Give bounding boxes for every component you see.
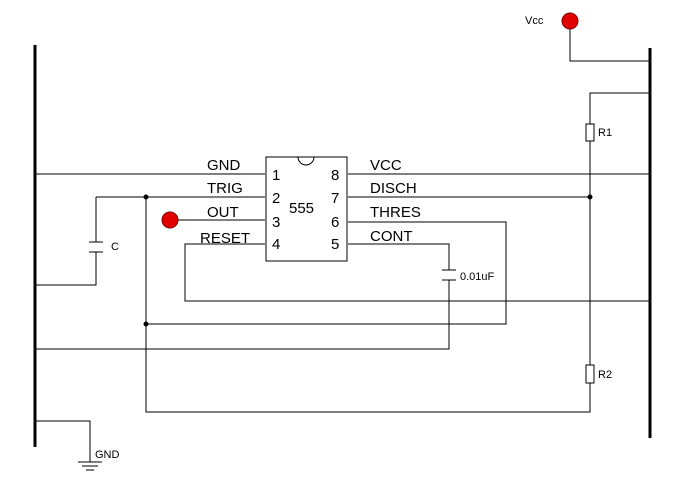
pin6-thres-wire — [146, 221, 507, 325]
ground-label: GND — [95, 449, 120, 461]
pin-number: 3 — [272, 214, 280, 231]
cap-c-bottom-wire — [35, 252, 97, 286]
pin-label-cont: CONT — [370, 228, 413, 245]
pin-label-thres: THRES — [370, 204, 421, 221]
pin-number: 1 — [272, 167, 280, 184]
resistor-r1 — [585, 123, 595, 142]
ground-symbol — [78, 461, 102, 471]
vcc-terminal — [561, 12, 579, 30]
capacitor-c — [89, 241, 103, 253]
cap-control-bottom-wire — [35, 280, 450, 350]
capacitor-control-label: 0.01uF — [460, 271, 495, 283]
resistor-r2 — [585, 364, 595, 384]
pin-number: 7 — [331, 190, 339, 207]
r2-bottom-wire — [145, 197, 591, 413]
r1-top-wire — [589, 92, 650, 124]
junctions — [143, 194, 593, 327]
out-terminal — [161, 211, 179, 229]
vcc-feed-wire — [569, 22, 650, 62]
resistor-r2-label: R2 — [598, 369, 612, 381]
pin-number: 2 — [272, 190, 280, 207]
ic-body — [265, 156, 348, 262]
pin-label-reset: RESET — [200, 230, 250, 247]
supply-label: Vcc — [525, 15, 544, 27]
ic-555: 555 1 2 3 4 8 7 6 5 — [265, 156, 348, 262]
capacitor-c-label: C — [111, 241, 119, 253]
ground-wire — [35, 420, 91, 462]
pin-number: 8 — [331, 167, 339, 184]
wires — [33, 22, 652, 462]
resistor-r1-label: R1 — [598, 127, 612, 139]
pin-number: 5 — [331, 236, 339, 253]
pin-number: 4 — [272, 236, 280, 253]
ic-notch — [297, 156, 315, 166]
pin-label-gnd: GND — [207, 157, 241, 174]
pin-label-disch: DISCH — [370, 180, 417, 197]
pin5-cont-wire — [348, 243, 450, 270]
pin4-reset-wire — [184, 243, 650, 302]
ic-name: 555 — [289, 200, 314, 217]
junction-dot — [143, 321, 149, 327]
pin-label-out: OUT — [207, 204, 239, 221]
junction-dot — [143, 194, 149, 200]
junction-dot — [587, 194, 593, 200]
pin-labels: GND TRIG OUT RESET VCC DISCH THRES CONT — [200, 157, 421, 247]
pin-number: 6 — [331, 214, 339, 231]
capacitor-control — [442, 269, 456, 281]
pin-label-vcc: VCC — [370, 157, 402, 174]
pin-label-trig: TRIG — [207, 180, 243, 197]
